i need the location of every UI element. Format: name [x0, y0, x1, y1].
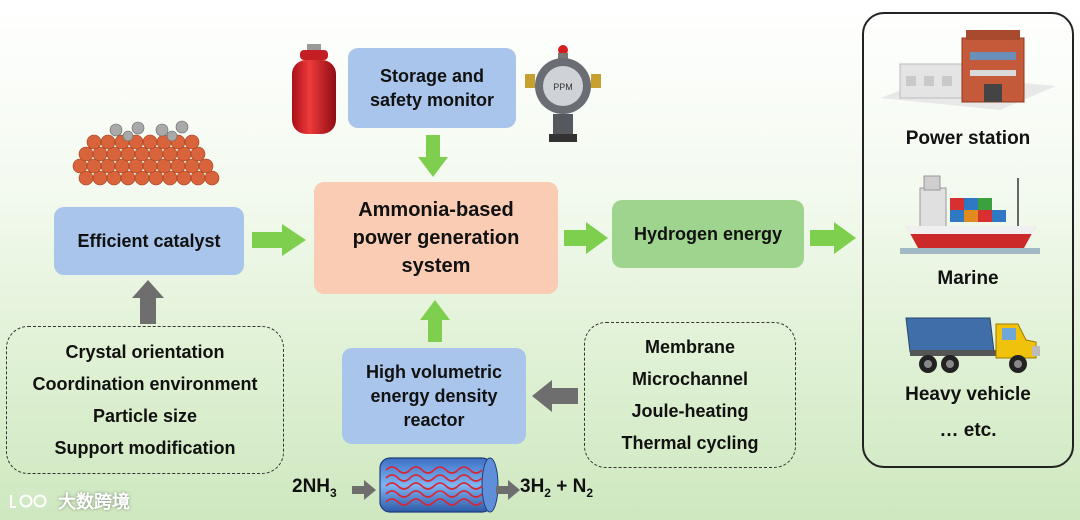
reactor-factor: Microchannel	[631, 369, 749, 389]
reactor-factor: Membrane	[644, 337, 736, 357]
reaction-reactant: 2NH3	[292, 476, 337, 500]
efficient-catalyst-box: Efficient catalyst	[54, 207, 244, 275]
reactor-tube-icon	[379, 457, 499, 513]
watermark-logo-icon	[10, 494, 47, 508]
arrow-products-out	[496, 480, 520, 500]
application-label-marine: Marine	[937, 268, 999, 289]
reactor-box: High volumetric energy density reactor	[342, 348, 526, 444]
gas-cylinder-icon	[292, 44, 336, 134]
arrow-hydrogen-to-applications	[810, 222, 856, 254]
catalyst-factor: Particle size	[92, 406, 198, 426]
catalyst-factor: Crystal orientation	[65, 342, 225, 362]
watermark: 大数跨境	[8, 488, 130, 514]
power-station-icon	[880, 30, 1056, 110]
arrow-reactant-in	[352, 480, 376, 500]
applications-panel	[862, 12, 1074, 468]
reactor-factor: Thermal cycling	[621, 433, 759, 453]
hydrogen-energy-box: Hydrogen energy	[612, 200, 804, 268]
reactor-factor: Joule-heating	[631, 401, 749, 421]
application-label-etc: … etc.	[939, 420, 997, 441]
catalyst-surface-icon	[72, 120, 220, 186]
ship-icon	[900, 175, 1040, 254]
arrow-center-to-hydrogen	[564, 222, 608, 254]
gas-detector-icon: PPM	[525, 45, 601, 142]
catalyst-factors-panel: Crystal orientation Coordination environ…	[6, 326, 284, 474]
application-label-power-station: Power station	[905, 128, 1031, 149]
ammonia-power-system-box: Ammonia-based power generation system	[314, 182, 558, 294]
gauge-label: PPM	[553, 82, 573, 92]
watermark-text: 大数跨境	[58, 492, 130, 512]
reaction-products: 3H2 + N2	[520, 476, 594, 500]
catalyst-factor: Support modification	[54, 438, 236, 458]
arrow-storage-to-center	[418, 135, 448, 177]
truck-icon	[905, 317, 1040, 373]
catalyst-factor: Coordination environment	[32, 374, 258, 394]
arrow-reactor-to-center	[420, 300, 450, 342]
storage-safety-box: Storage and safety monitor	[348, 48, 516, 128]
arrow-catalyst-to-center	[252, 224, 306, 256]
arrow-reactor-factors-to-reactor	[532, 380, 578, 412]
reactor-factors-panel: Membrane Microchannel Joule-heating Ther…	[584, 322, 796, 468]
application-label-heavy-vehicle: Heavy vehicle	[905, 384, 1031, 405]
arrow-factors-to-catalyst	[132, 280, 164, 324]
